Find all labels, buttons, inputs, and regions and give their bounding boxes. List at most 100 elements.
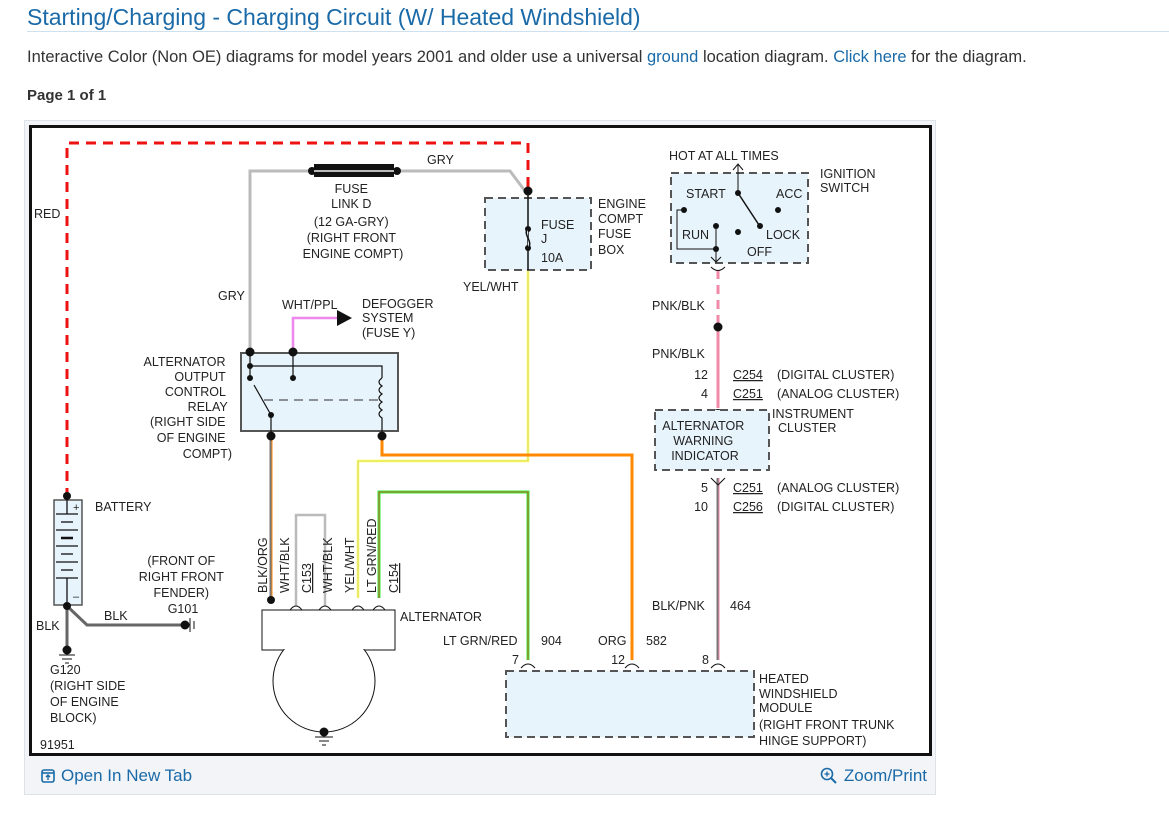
- heated-windshield-module: [505, 670, 755, 738]
- connector-c153[interactable]: C153: [300, 563, 314, 593]
- connector-c256[interactable]: C256: [733, 500, 763, 514]
- wire-label: ORG: [598, 634, 626, 648]
- alternator-cover: [263, 611, 394, 649]
- g101-label: (FRONT OF RIGHT FRONT FENDER) G101: [139, 554, 227, 616]
- ground-g120-icon: [62, 645, 72, 655]
- connector-c154[interactable]: C154: [387, 563, 401, 593]
- wire-label: BLK/PNK: [652, 599, 705, 613]
- wire-label: BLK: [36, 619, 60, 633]
- wire-red: [65, 141, 530, 498]
- defogger-label: DEFOGGER SYSTEM (FUSE Y): [362, 297, 437, 340]
- fuse-box: [484, 197, 592, 271]
- alternator-output-control-relay: [240, 352, 399, 432]
- ign-contact-acc: [775, 207, 781, 213]
- ign-position-acc: ACC: [776, 187, 802, 201]
- alternator-terminal: [267, 596, 275, 604]
- relay-lead: [250, 365, 383, 378]
- wire-label: PNK/BLK: [652, 299, 705, 313]
- diagram-footer: Open In New Tab Zoom/Print: [25, 758, 935, 794]
- battery-label: BATTERY: [95, 500, 152, 514]
- intro-text-part: for the diagram.: [906, 48, 1027, 66]
- connector-icon: [372, 605, 386, 611]
- intro-text-part: Interactive Color (Non OE) diagrams for …: [27, 48, 647, 66]
- wire-wht-blk: [294, 513, 327, 606]
- pin-number: 10: [694, 500, 708, 514]
- ign-contact-lock: [757, 223, 763, 229]
- wire-label: LT GRN/RED: [443, 634, 518, 648]
- relay-coil: [378, 377, 384, 436]
- relay-contact: [247, 375, 253, 381]
- pin-number: 8: [702, 653, 709, 667]
- connector-icon: [710, 266, 726, 271]
- battery-terminal-positive: [63, 492, 71, 500]
- wire-label: LT GRN/RED: [365, 518, 379, 593]
- connector-icon: [624, 663, 640, 669]
- warning-indicator-label: ALTERNATOR WARNING INDICATOR: [662, 419, 747, 463]
- pin-number: 7: [512, 653, 519, 667]
- fuse-j-label: FUSE J 10A: [541, 218, 578, 265]
- click-here-link[interactable]: Click here: [833, 48, 907, 66]
- zoom-print-label: Zoom/Print: [843, 766, 927, 785]
- ignition-switch-label: IGNITION SWITCH: [820, 167, 879, 195]
- hot-at-all-times-label: HOT AT ALL TIMES: [669, 149, 779, 163]
- connector-icon: [710, 477, 726, 486]
- ign-position-start: START: [686, 187, 726, 201]
- connector-icon: [710, 663, 726, 669]
- title-divider: [27, 31, 1169, 32]
- ign-position-off: OFF: [747, 245, 772, 259]
- connector-c251[interactable]: C251: [733, 481, 763, 495]
- connector-desc: (ANALOG CLUSTER): [777, 481, 899, 495]
- splice-dot: [713, 322, 723, 332]
- battery: [53, 499, 83, 606]
- arrow-icon: [337, 310, 352, 326]
- open-in-new-tab-link[interactable]: Open In New Tab: [41, 766, 192, 786]
- zoom-in-icon: [820, 767, 837, 784]
- ground-g101-icon: [180, 620, 190, 630]
- open-new-tab-icon: [41, 769, 55, 783]
- intro-text-part: location diagram.: [698, 48, 834, 66]
- pin-number: 4: [701, 387, 708, 401]
- ign-position-lock: LOCK: [766, 228, 801, 242]
- wiring-diagram: + – RED GRY GRY YEL/WHT WHT/PPL FUSE LIN…: [29, 125, 932, 756]
- arrow-down-icon: [710, 256, 722, 263]
- pin-number: 12: [611, 653, 625, 667]
- ignition-switch: [670, 172, 809, 264]
- plus-sign: +: [73, 502, 79, 514]
- pin-number: 5: [701, 481, 708, 495]
- wire-label: YEL/WHT: [463, 280, 519, 294]
- ign-contact: [735, 190, 741, 196]
- connector-c254[interactable]: C254: [733, 368, 763, 382]
- connector-c251[interactable]: C251: [733, 387, 763, 401]
- wire-label: WHT/PPL: [282, 298, 338, 312]
- zoom-print-link[interactable]: Zoom/Print: [820, 766, 927, 786]
- instrument-cluster-label: INSTRUMENT CLUSTER: [772, 407, 857, 435]
- intro-text: Interactive Color (Non OE) diagrams for …: [27, 48, 1027, 67]
- battery-cells: [56, 500, 78, 606]
- connector-icon: [351, 605, 365, 611]
- fuse-link-end: [308, 167, 316, 175]
- relay-armature: [253, 384, 272, 416]
- wire-label: WHT/BLK: [278, 537, 292, 593]
- fuse-box-label: ENGINE COMPT FUSE BOX: [598, 197, 649, 257]
- g120-label: G120 (RIGHT SIDE OF ENGINE BLOCK): [50, 663, 129, 725]
- open-in-new-tab-label: Open In New Tab: [61, 766, 193, 785]
- alternator-label: ALTERNATOR: [400, 610, 482, 624]
- connector-desc: (ANALOG CLUSTER): [777, 387, 899, 401]
- connector-icon: [318, 605, 332, 611]
- ground-link[interactable]: ground: [646, 48, 699, 66]
- connector-desc: (DIGITAL CLUSTER): [777, 500, 894, 514]
- wire-label: GRY: [218, 289, 246, 303]
- connector-icon: [289, 605, 303, 611]
- pin-number: 12: [694, 368, 708, 382]
- wire-label: PNK/BLK: [652, 347, 705, 361]
- fuse-link-label: FUSE LINK D (12 GA-GRY) (RIGHT FRONT ENG…: [303, 182, 404, 261]
- alternator-warning-indicator: [654, 409, 770, 471]
- ign-position-run: RUN: [682, 228, 709, 242]
- wire-org: [380, 436, 634, 660]
- page-title: Starting/Charging - Charging Circuit (W/…: [27, 4, 641, 30]
- minus-sign: –: [73, 591, 80, 603]
- splice-dot: [523, 186, 533, 196]
- wire-label: YEL/WHT: [343, 537, 357, 593]
- wire-label: GRY: [427, 153, 455, 167]
- wiring-diagram-svg: + – RED GRY GRY YEL/WHT WHT/PPL FUSE LIN…: [34, 141, 899, 752]
